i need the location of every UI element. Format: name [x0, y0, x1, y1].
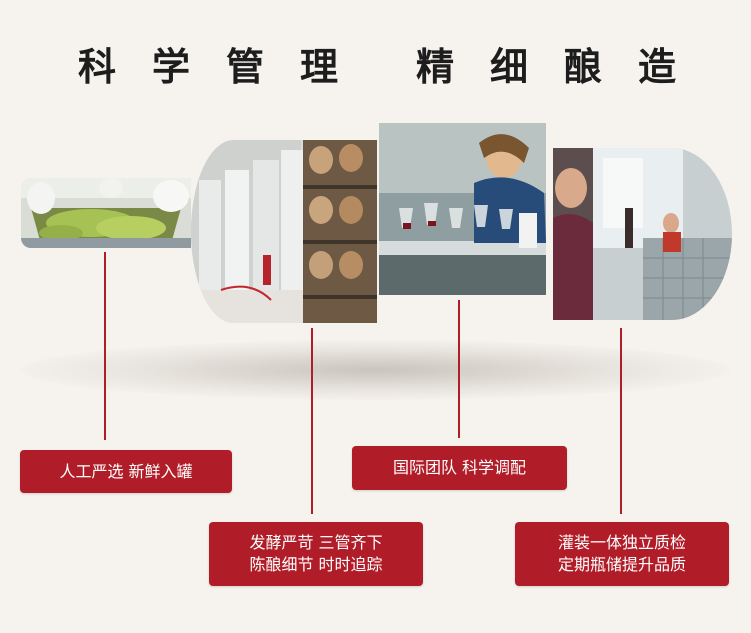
step-label-text: 国际团队 科学调配: [392, 458, 527, 477]
wine-blending-photo: [379, 123, 546, 295]
bottle-shadow: [20, 340, 730, 400]
grape-sorting-photo: [21, 178, 191, 248]
bottling-inspection-photo: [553, 148, 732, 320]
title-fine-brewing: 精细酿造: [416, 45, 713, 89]
step-label-bottling: 灌装一体独立质检 定期瓶储提升品质: [515, 522, 729, 586]
step-label-blending: 国际团队 科学调配: [352, 446, 567, 490]
connector-line-1: [104, 252, 106, 440]
connector-line-3: [458, 300, 460, 438]
step-label-text: 人工严选 新鲜入罐: [59, 461, 193, 481]
step-label-text: 定期瓶储提升品质: [557, 555, 686, 574]
step-label-text: 陈酿细节 时时追踪: [249, 555, 383, 574]
step-label-text: 灌装一体独立质检: [557, 533, 686, 552]
title-scientific-management: 科学管理: [78, 45, 375, 89]
fermentation-tanks-photo: [191, 140, 377, 323]
step-label-text: 发酵严苛 三管齐下: [249, 533, 383, 552]
connector-line-2: [311, 328, 313, 514]
connector-line-4: [620, 328, 622, 514]
step-label-sorting: 人工严选 新鲜入罐: [20, 450, 232, 493]
step-label-fermentation: 发酵严苛 三管齐下 陈酿细节 时时追踪: [209, 522, 423, 586]
